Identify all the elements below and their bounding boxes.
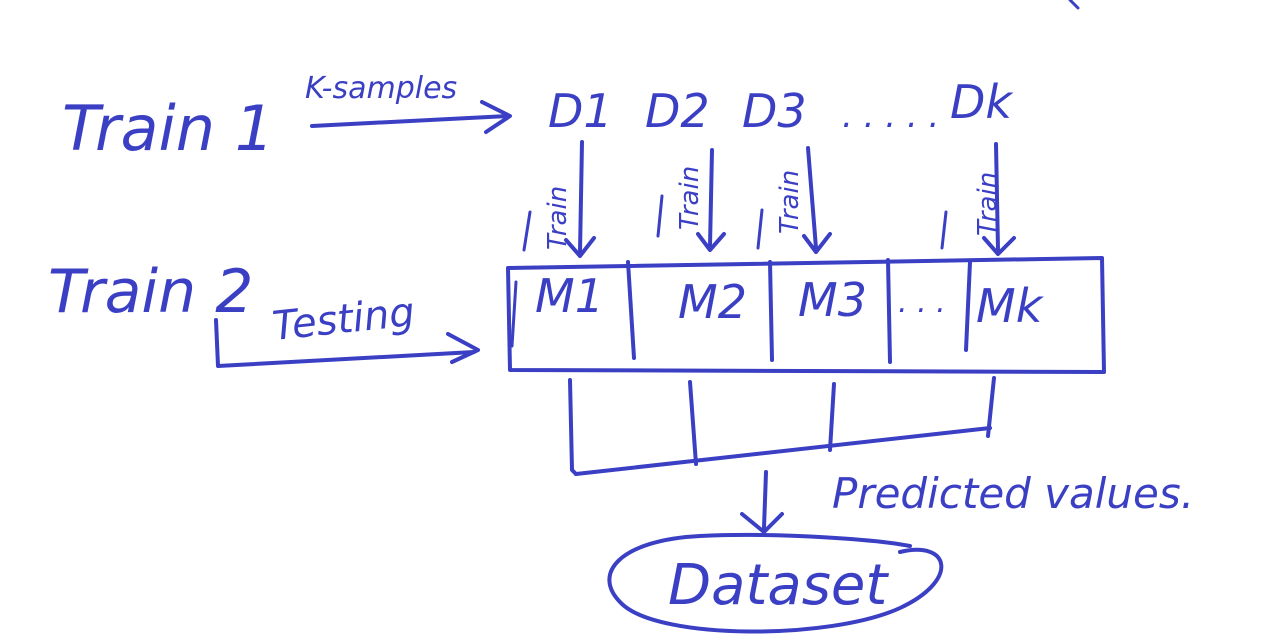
samples-ellipsis: . . . . . [842, 96, 939, 136]
sample-d2: D2 [645, 84, 710, 138]
arrow-d2-m2 [708, 148, 714, 248]
arrowhead-d2-m2 [696, 232, 726, 252]
collector-line-1 [568, 378, 578, 476]
train1-label: Train 1 [62, 92, 274, 165]
arrowhead-to-dataset [740, 512, 784, 534]
models-divider-1 [626, 260, 636, 360]
collector-line-2 [688, 380, 698, 466]
k-samples-label: K-samples [305, 71, 457, 106]
models-divider-3 [886, 258, 892, 364]
models-divider-2 [768, 260, 774, 362]
sample-dk: Dk [950, 75, 1014, 129]
arrowhead-dk-mk [982, 236, 1016, 256]
model-m1: M1 [535, 269, 604, 323]
k-samples-arrow [310, 114, 510, 128]
testing-arrowhead [446, 332, 480, 364]
k-samples-arrowhead [480, 100, 512, 134]
testing-label: Testing [270, 289, 417, 350]
train-bracket-1 [522, 210, 532, 252]
models-ellipsis: . . . [898, 285, 946, 320]
train-bracket-3 [756, 208, 764, 250]
sample-d1: D1 [548, 84, 613, 138]
train-bracket-2 [656, 194, 664, 238]
models-divider-4 [964, 260, 972, 352]
train2-label: Train 2 [48, 257, 253, 327]
arrow-d3-m3 [806, 146, 818, 250]
arrow-dk-mk [994, 142, 1000, 252]
models-box [506, 256, 1106, 374]
sample-d3: D3 [742, 84, 807, 138]
collector-bottom-line [574, 426, 992, 476]
predicted-values-label: Predicted values. [832, 469, 1194, 518]
model-mk: Mk [976, 279, 1045, 333]
collector-line-3 [828, 382, 836, 452]
arrow-to-dataset [762, 470, 768, 530]
train-bracket-k [940, 210, 948, 250]
dataset-oval [607, 532, 944, 634]
model-m3: M3 [798, 273, 867, 327]
dataset-label: Dataset [668, 553, 889, 618]
models-box-inner-left [510, 280, 518, 348]
arrow-d1-m1 [578, 140, 584, 254]
arrowhead-d3-m3 [802, 232, 832, 254]
arrowhead-d1-m1 [564, 236, 596, 258]
model-m2: M2 [678, 275, 747, 329]
train-edge-label-3: Train [775, 170, 805, 234]
corner-stroke [1068, 0, 1080, 10]
testing-arrow [214, 318, 476, 368]
train-edge-label-2: Train [675, 166, 705, 230]
